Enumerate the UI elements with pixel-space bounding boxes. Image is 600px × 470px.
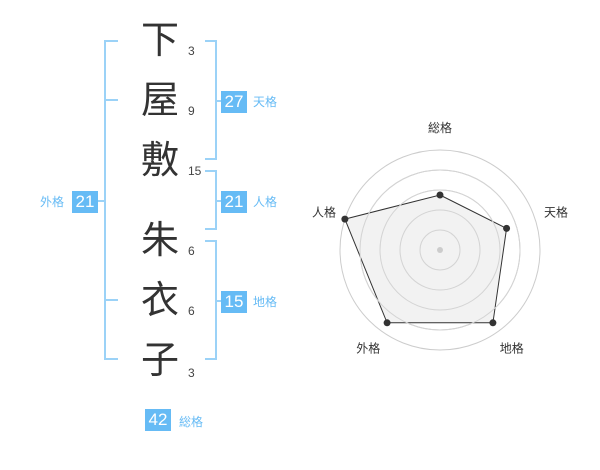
bracket-tick	[104, 99, 118, 101]
radar-series-polygon	[344, 194, 508, 324]
radar-point-4	[383, 319, 391, 327]
stroke-count-5: 6	[188, 304, 195, 318]
name-char-5: 衣	[141, 278, 180, 322]
chikaku-value: 15	[221, 291, 247, 313]
radar-point-5	[341, 215, 349, 223]
bracket-tick	[96, 200, 105, 202]
stroke-count-1: 3	[188, 44, 195, 58]
gaikaku-bracket	[104, 40, 118, 360]
radar-point-2	[503, 224, 511, 232]
soukaku-label: 総格	[179, 415, 204, 429]
bracket-tick	[216, 200, 223, 202]
chikaku-label: 地格	[253, 295, 278, 309]
gaikaku-value: 21	[72, 191, 98, 213]
bracket-tick	[104, 299, 118, 301]
radar-ring-overlay	[359, 169, 521, 331]
radar-axis-label-5: 人格	[312, 204, 336, 219]
radar-axis-label-4: 外格	[356, 341, 380, 356]
stroke-count-4: 6	[188, 244, 195, 258]
stroke-count-6: 3	[188, 366, 195, 380]
radar-point-1	[436, 191, 444, 199]
radar-axis-label-2: 天格	[544, 204, 568, 219]
tenkaku-label: 天格	[253, 95, 278, 109]
radar-ring-overlay	[379, 189, 501, 311]
bracket-tick	[216, 100, 223, 102]
name-char-3: 敷	[141, 138, 180, 182]
jinkaku-label: 人格	[253, 195, 278, 209]
tenkaku-value: 27	[221, 91, 247, 113]
bracket-tick	[216, 300, 223, 302]
radar-point-3	[489, 319, 497, 327]
name-char-4: 朱	[141, 218, 180, 262]
gaikaku-label: 外格	[40, 195, 65, 209]
radar-axis-label-1: 総格	[428, 120, 452, 135]
radar-ring-overlay	[419, 229, 461, 271]
soukaku-value: 42	[145, 409, 171, 431]
stroke-count-3: 15	[188, 164, 202, 178]
name-char-2: 屋	[141, 78, 180, 122]
radar-center-dot	[437, 247, 443, 253]
jinkaku-value: 21	[221, 191, 247, 213]
radar-ring-overlay	[399, 209, 481, 291]
radar-axis-label-3: 地格	[500, 341, 524, 356]
name-char-6: 子	[141, 338, 180, 382]
name-char-1: 下	[141, 18, 180, 62]
stroke-count-2: 9	[188, 104, 195, 118]
